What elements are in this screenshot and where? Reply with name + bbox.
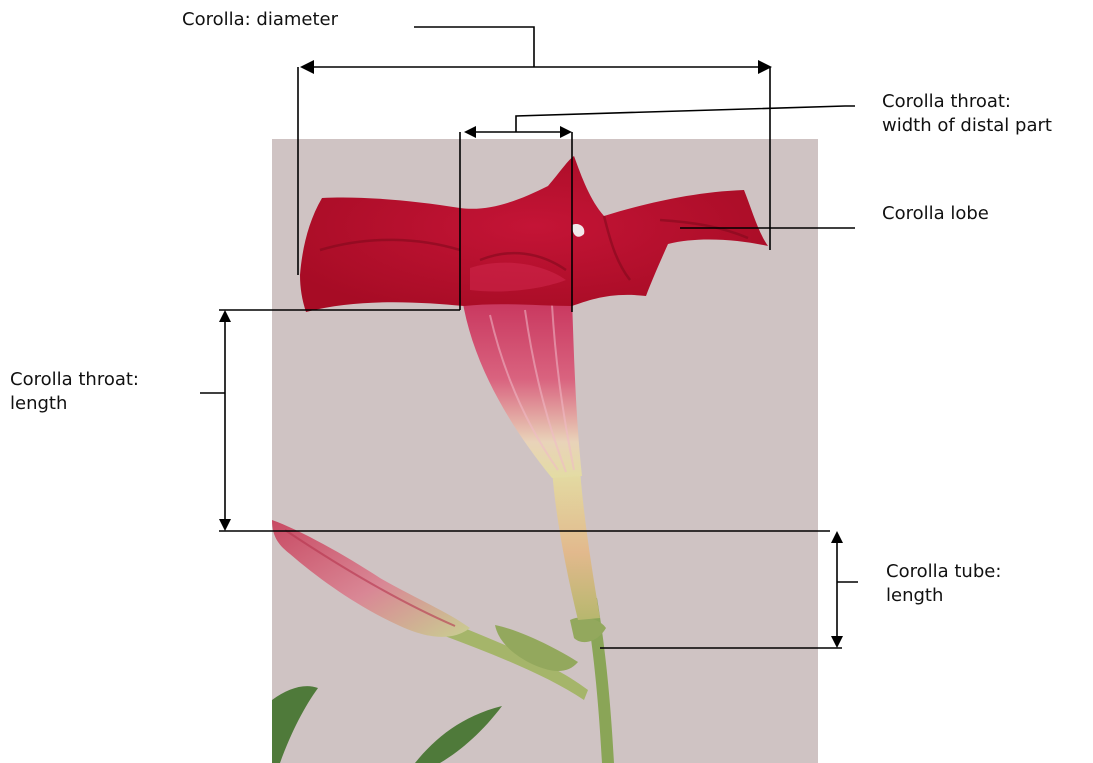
tube-length-arrowhead-top	[831, 531, 843, 543]
label-corolla-lobe-text: Corolla lobe	[882, 202, 989, 226]
label-corolla-diameter: Corolla: diameter	[182, 8, 338, 32]
flower-photo	[272, 139, 818, 763]
label-corolla-throat-width-line-2: width of distal part	[882, 114, 1052, 138]
throat-width-arrowhead-left	[464, 126, 476, 138]
throat-length-arrowhead-top	[219, 310, 231, 322]
throat-length-arrowhead-bottom	[219, 519, 231, 531]
label-corolla-throat-length-line-2: length	[10, 392, 139, 416]
label-corolla-tube-length-line-2: length	[886, 584, 1001, 608]
diameter-arrowhead-left	[300, 60, 314, 74]
label-corolla-throat-length-line-1: Corolla throat:	[10, 368, 139, 392]
tube-length-arrowhead-bottom	[831, 636, 843, 648]
label-corolla-diameter-text: Corolla: diameter	[182, 8, 338, 32]
label-corolla-lobe: Corolla lobe	[882, 202, 989, 226]
label-corolla-throat-length: Corolla throat: length	[10, 368, 139, 416]
diameter-leader-line	[414, 27, 534, 67]
throat-width-arrowhead-right	[560, 126, 572, 138]
label-corolla-throat-width-line-1: Corolla throat:	[882, 90, 1052, 114]
label-corolla-throat-width: Corolla throat: width of distal part	[882, 90, 1052, 138]
label-corolla-tube-length-line-1: Corolla tube:	[886, 560, 1001, 584]
label-corolla-tube-length: Corolla tube: length	[886, 560, 1001, 608]
throat-width-leader-line	[516, 106, 855, 132]
